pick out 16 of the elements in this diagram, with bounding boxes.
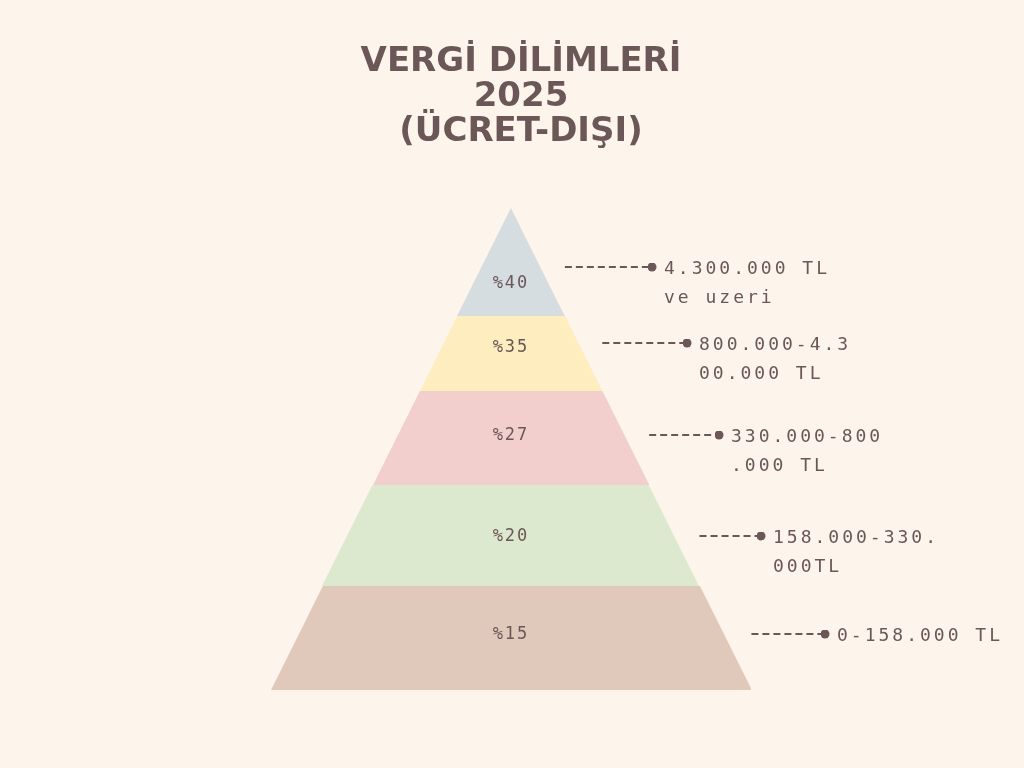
leader-line — [601, 338, 692, 348]
bracket-range-label: 0-158.000 TL — [837, 619, 1021, 649]
leader-line — [648, 430, 724, 440]
percentage-label: %35 — [492, 335, 530, 357]
percentage-label: %27 — [492, 423, 530, 445]
bracket-range-label: 330.000-800.000 TL — [731, 420, 888, 479]
bracket-range-label: 800.000-4.300.000 TL — [699, 328, 856, 387]
leader-line — [750, 629, 830, 639]
leader-line — [698, 531, 766, 541]
percentage-label: %20 — [492, 524, 530, 546]
percentage-label: %40 — [492, 271, 530, 293]
percentage-label: %15 — [492, 622, 530, 644]
leader-line — [563, 262, 657, 272]
bracket-range-label: 158.000-330.000TL — [773, 521, 944, 580]
title: VERGİ DİLİMLERİ 2025 (ÜCRET-DIŞI) — [359, 42, 683, 147]
bracket-range-label: 4.300.000 TL ve uzeri — [664, 252, 835, 311]
